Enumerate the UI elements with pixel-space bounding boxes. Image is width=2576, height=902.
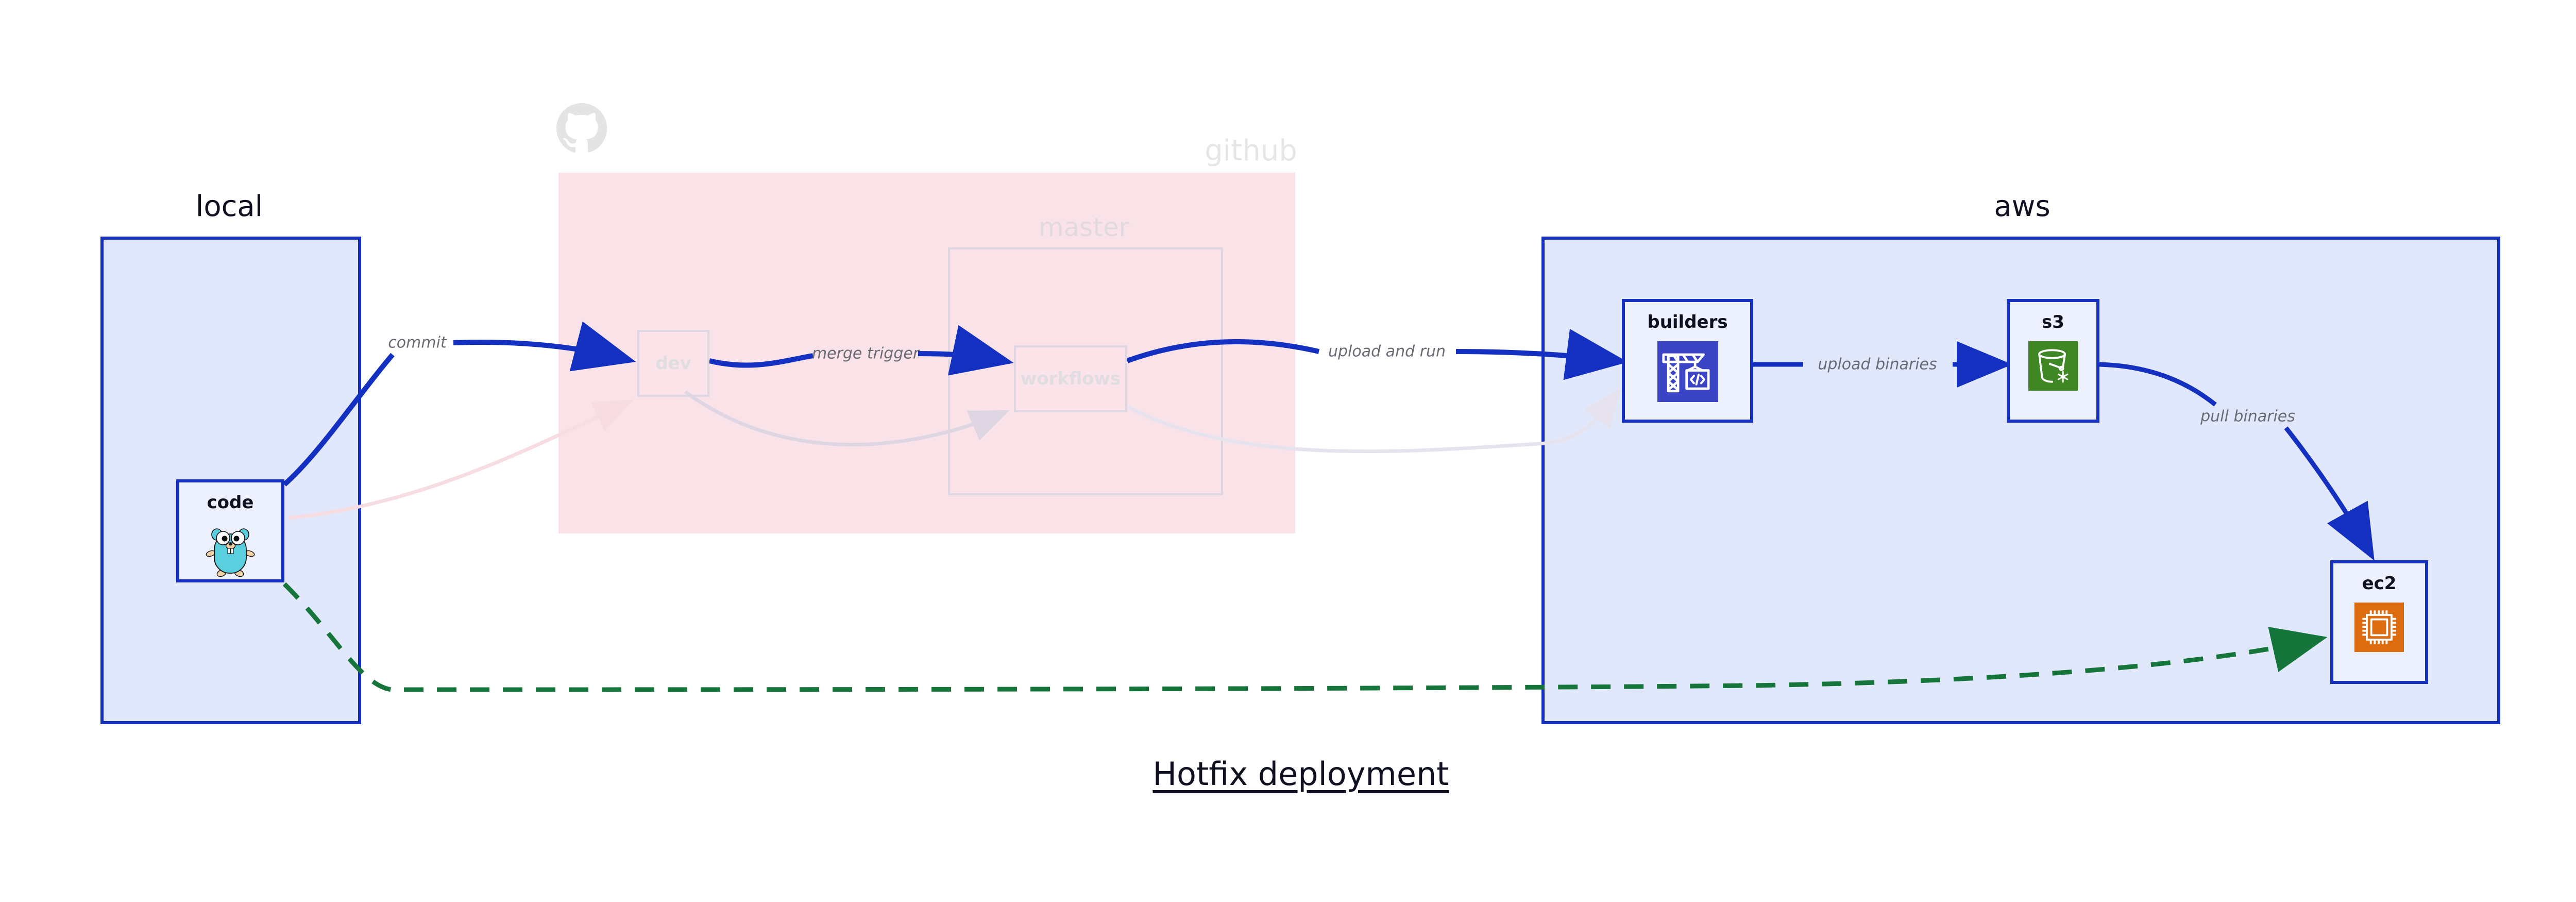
node-dev-label: dev: [655, 353, 691, 374]
node-code-label: code: [207, 492, 254, 513]
edge-label-pull-binaries: pull binaries: [2200, 407, 2295, 426]
ghost-edge-code-dev: [288, 399, 634, 520]
ghost-edge-workflows-builders: [1127, 387, 1621, 454]
node-builders-label: builders: [1647, 312, 1728, 332]
node-code[interactable]: code: [176, 479, 284, 582]
cluster-label-aws: aws: [1994, 190, 2050, 223]
edge-merge-trigger-tail: [918, 325, 1014, 376]
node-s3[interactable]: s3: [2007, 299, 2099, 423]
edge-commit: [282, 353, 395, 487]
node-s3-label: s3: [2042, 312, 2064, 332]
diagram-title: Hotfix deployment: [1153, 755, 1449, 793]
aws-ec2-icon: [2354, 603, 2404, 654]
edge-upload-and-run-tail: [1455, 328, 1628, 380]
edge-label-commit: commit: [388, 333, 447, 352]
go-gopher-icon: [206, 522, 255, 580]
edge-label-upload-and-run: upload and run: [1328, 342, 1446, 361]
cluster-label-local: local: [195, 190, 263, 223]
edge-commit-tail: [453, 321, 636, 372]
node-dev[interactable]: dev: [637, 330, 709, 397]
edge-label-merge-trigger: merge trigger: [811, 344, 920, 363]
ghost-edge-dev-workflows: [684, 390, 1010, 447]
edge-upload-and-run: [1126, 339, 1320, 363]
edge-pull-binaries-tail: [2284, 426, 2375, 561]
node-builders[interactable]: builders: [1622, 299, 1753, 423]
aws-codebuild-icon: [1657, 341, 1718, 404]
cluster-label-master: master: [1038, 212, 1130, 242]
edge-label-upload-binaries: upload binaries: [1818, 355, 1937, 374]
edge-pull-binaries: [2099, 362, 2217, 407]
node-workflows-label: workflows: [1020, 369, 1121, 389]
cluster-label-github: github: [1205, 134, 1297, 168]
edge-merge-trigger: [708, 353, 814, 368]
node-workflows[interactable]: workflows: [1014, 345, 1127, 412]
edge-hotfix-direct: [282, 582, 2328, 692]
node-ec2-label: ec2: [2362, 573, 2397, 594]
aws-s3-icon: [2028, 341, 2078, 393]
github-octocat-icon: [556, 103, 607, 153]
node-ec2[interactable]: ec2: [2330, 560, 2428, 684]
